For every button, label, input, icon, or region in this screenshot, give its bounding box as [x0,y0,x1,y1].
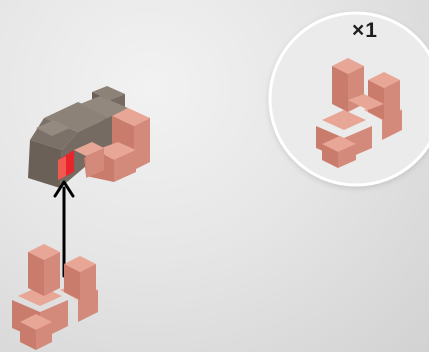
block-piece-icon[interactable] [12,244,98,350]
assembled-structure [28,86,150,188]
piece-count-label: ×1 [343,19,387,43]
